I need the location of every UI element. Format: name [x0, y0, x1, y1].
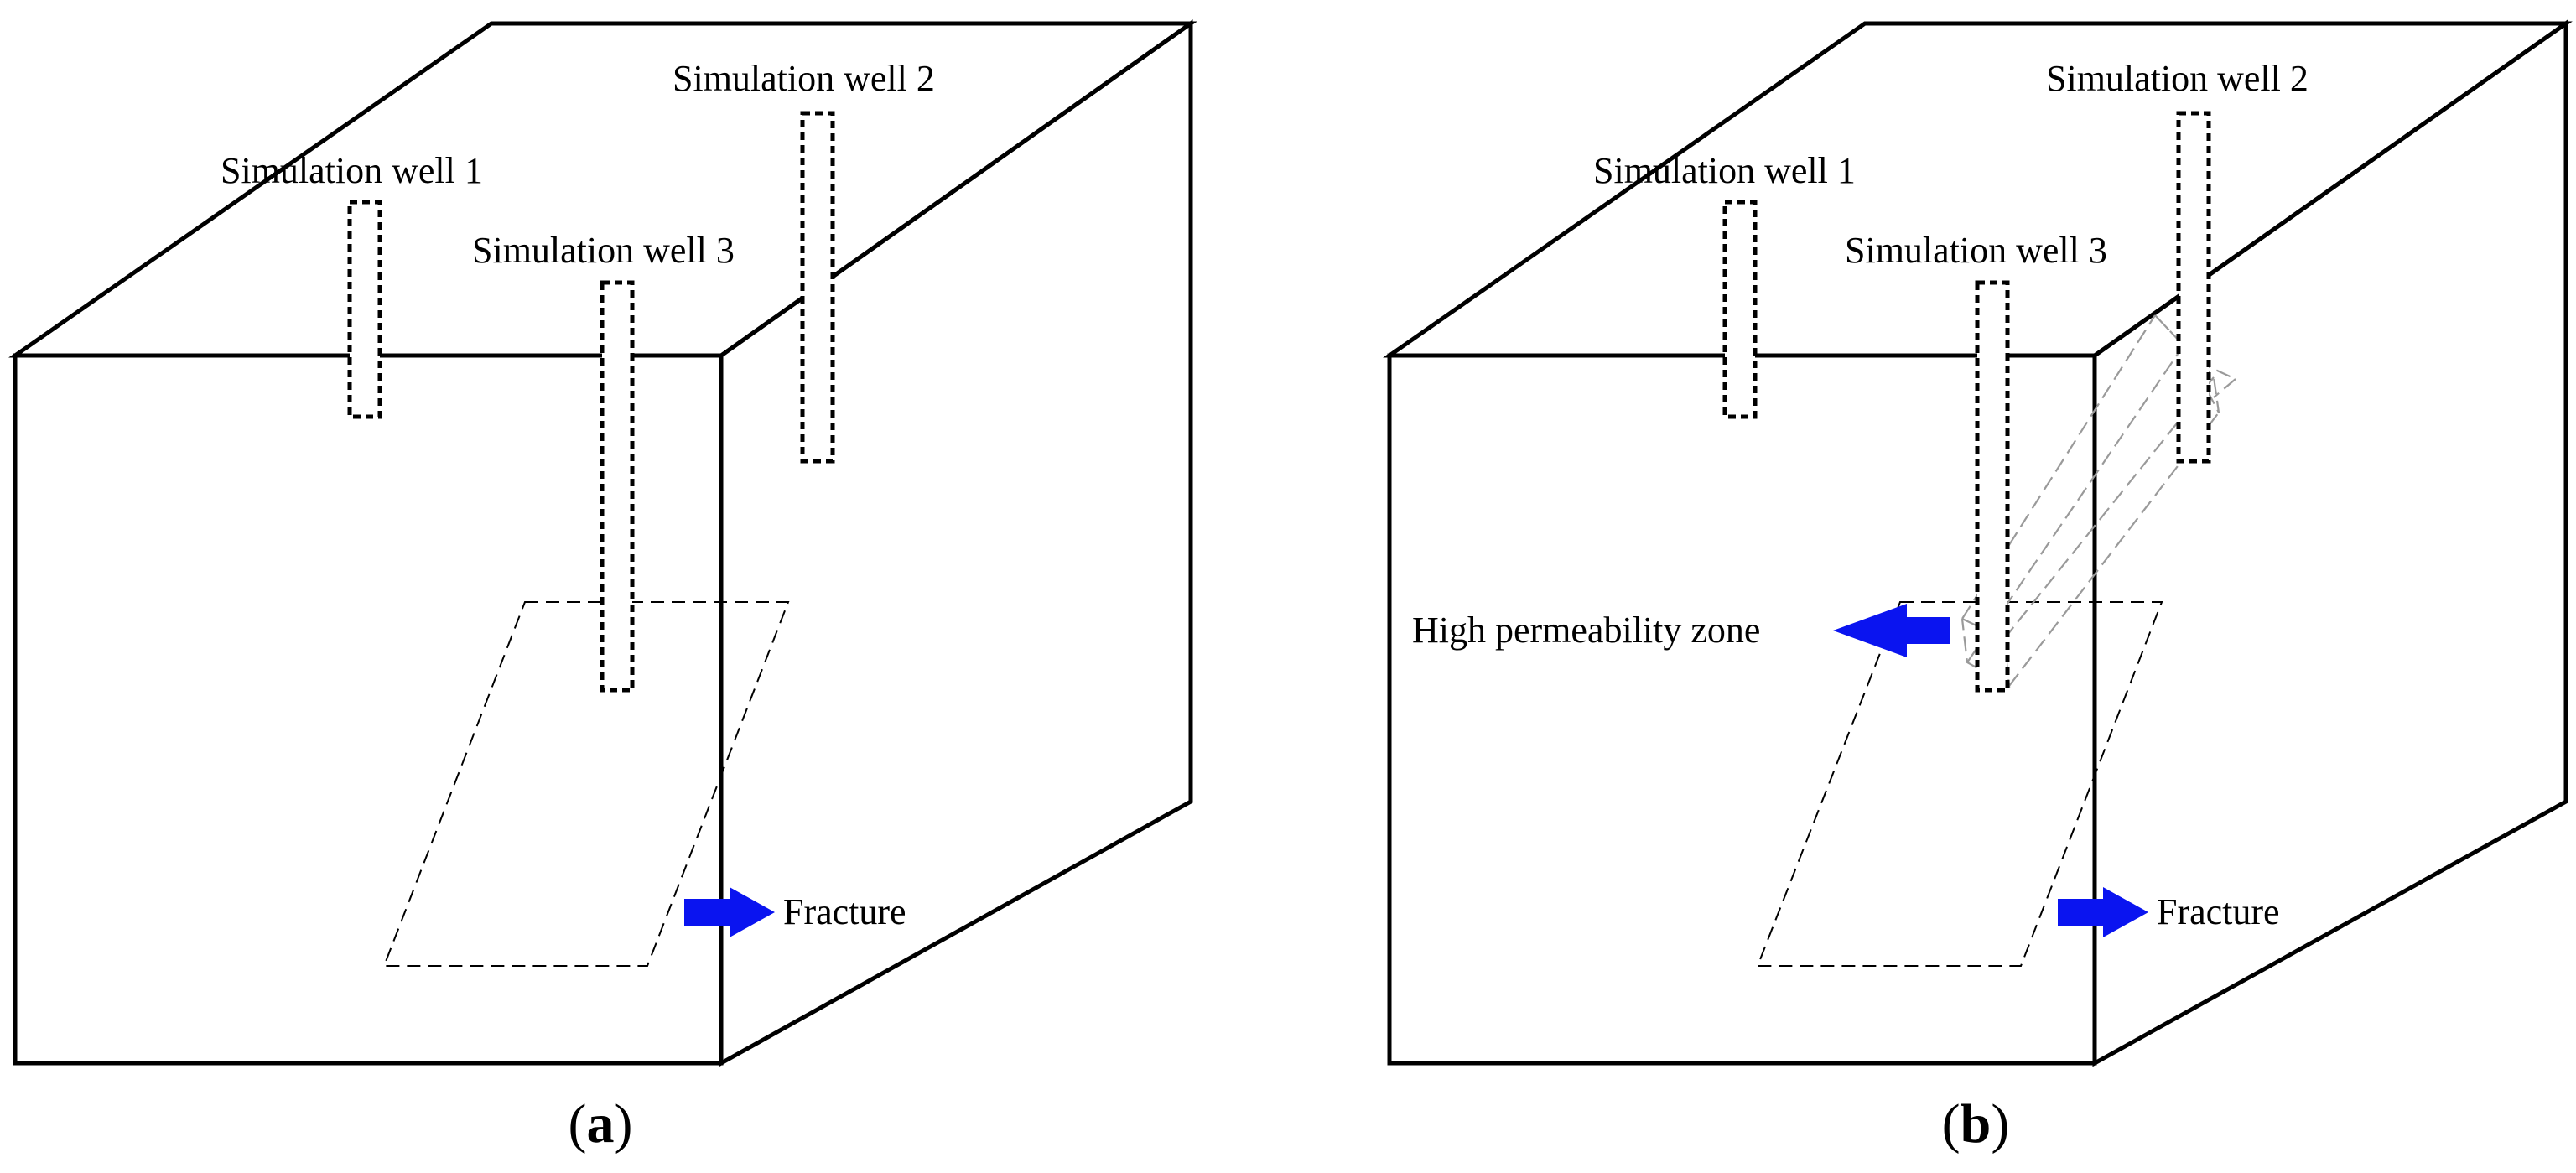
- fracture-plane: [1756, 601, 2163, 967]
- panel-label-b: (b): [1942, 1093, 2010, 1155]
- simulation-well-1: [1722, 200, 1758, 419]
- fracture-arrow: [2058, 887, 2148, 937]
- simulation-well-3-label: Simulation well 3: [1845, 230, 2107, 271]
- simulation-well-3: [1975, 280, 2010, 693]
- simulation-well-2: [800, 111, 835, 464]
- simulation-well-3: [600, 280, 635, 693]
- simulation-well-1: [347, 200, 382, 419]
- panel-b: Simulation well 1 Simulation well 2 Simu…: [1383, 19, 2573, 1155]
- simulation-well-2: [2176, 111, 2211, 464]
- fracture-label: Fracture: [2157, 891, 2280, 932]
- panel-a: Simulation well 1 Simulation well 2 Simu…: [8, 19, 1197, 1155]
- high-permeability-zone-label: High permeability zone: [1412, 610, 1760, 651]
- simulation-well-3-label: Simulation well 3: [472, 230, 735, 271]
- fracture-label: Fracture: [783, 891, 906, 932]
- simulation-well-1-label: Simulation well 1: [221, 150, 483, 191]
- fracture-arrow: [684, 887, 775, 937]
- simulation-well-2-label: Simulation well 2: [673, 58, 935, 99]
- fracture-plane: [382, 601, 790, 967]
- high-permeability-zone-arrow: [1833, 604, 1950, 657]
- panel-label-a: (a): [569, 1093, 633, 1155]
- simulation-well-2-label: Simulation well 2: [2046, 58, 2309, 99]
- reservoir-block-a: [8, 19, 1197, 1067]
- simulation-well-1-label: Simulation well 1: [1593, 150, 1856, 191]
